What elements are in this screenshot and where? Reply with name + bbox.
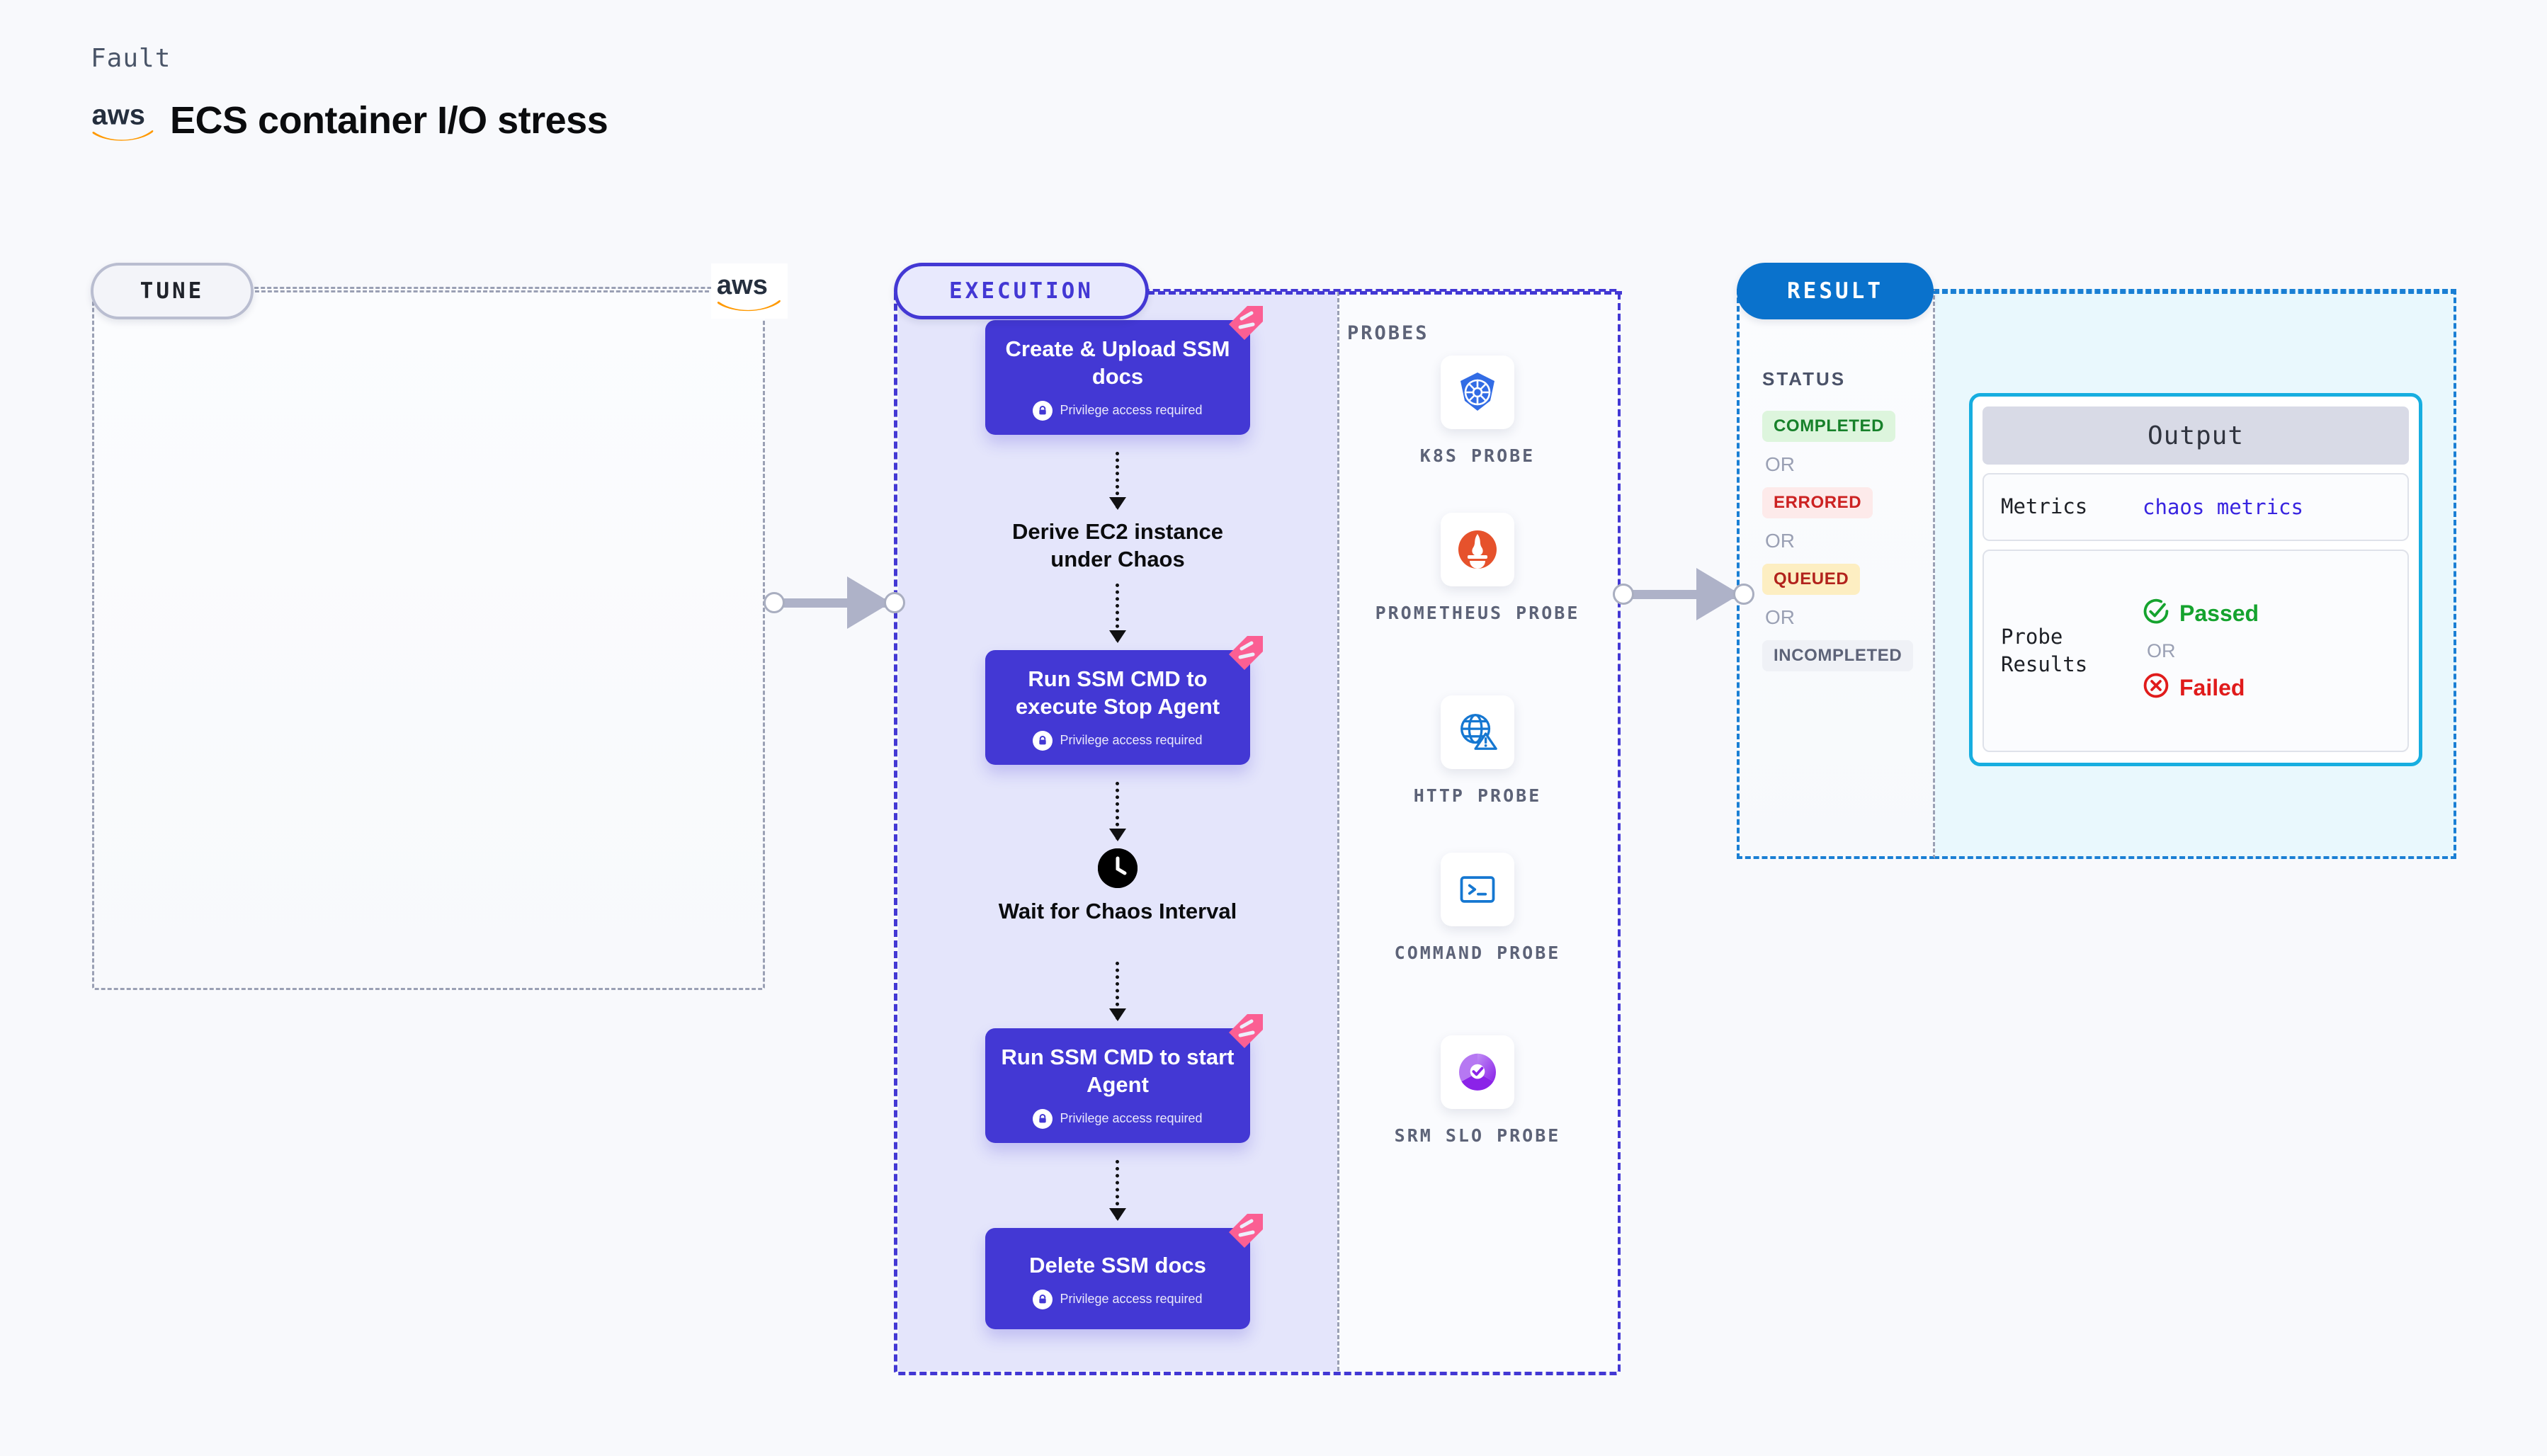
probe-label: PROMETHEUS PROBE [1375, 603, 1580, 623]
privilege-note-text: Privilege access required [1060, 403, 1203, 417]
svg-text:aws: aws [92, 99, 145, 130]
flow-step-title: Run SSM CMD to execute Stop Agent [1015, 666, 1220, 719]
probe-verdict-label: Failed [2179, 675, 2245, 700]
privilege-note: Privilege access required [995, 1289, 1240, 1309]
probes-panel-background [1337, 292, 1618, 1371]
chaos-metrics-link[interactable]: chaos metrics [2143, 495, 2303, 519]
execution-region [894, 289, 1621, 1375]
probe-item-prometheus[interactable]: PROMETHEUS PROBE [1371, 513, 1584, 625]
flow-step-title: Delete SSM docs [1029, 1253, 1206, 1278]
flow-step-delete-ssm-docs[interactable]: Delete SSM docs Privilege access require… [985, 1214, 1263, 1329]
output-values: Passed OR Failed [2143, 598, 2259, 705]
chaos-ribbon-icon [1226, 633, 1266, 673]
flow-arrow [1109, 962, 1126, 1021]
connector-tune-to-execution [764, 576, 905, 629]
check-circle-icon [2143, 598, 2169, 630]
lock-icon [1033, 1289, 1053, 1309]
chaos-ribbon-icon [1226, 303, 1266, 343]
status-badge: QUEUED [1762, 564, 1861, 595]
status-or-label: OR [1765, 530, 1795, 552]
probe-item-http[interactable]: HTTP PROBE [1371, 695, 1584, 808]
execution-connector-line [1147, 291, 1622, 295]
chaos-ribbon-icon [1226, 1211, 1266, 1251]
status-or-label: OR [1765, 606, 1795, 628]
x-circle-icon [2143, 672, 2169, 705]
flow-step-run-ssm-start-agent[interactable]: Run SSM CMD to start Agent Privilege acc… [985, 1014, 1263, 1143]
lock-icon [1033, 730, 1053, 751]
probe-verdict-or-label: OR [2147, 639, 2176, 661]
prometheus-icon [1441, 513, 1514, 586]
svg-text:aws: aws [717, 270, 768, 300]
flow-step-wait-for-chaos-interval: Wait for Chaos Interval [985, 848, 1250, 926]
privilege-note-text: Privilege access required [1060, 1292, 1203, 1307]
result-connector-line [1934, 291, 2456, 294]
probe-verdict-label: Passed [2179, 601, 2259, 626]
chaos-ribbon-icon [1226, 1011, 1266, 1051]
probe-label: COMMAND PROBE [1394, 943, 1561, 963]
clock-icon [1098, 848, 1138, 888]
flow-step-title: Derive EC2 instance under Chaos [1011, 519, 1224, 571]
status-badge: COMPLETED [1762, 411, 1896, 442]
privilege-note: Privilege access required [995, 400, 1240, 421]
flow-step-derive-ec2-instance: Derive EC2 instance under Chaos [985, 518, 1250, 574]
page-title: ECS container I/O stress [170, 99, 608, 142]
probe-label: K8S PROBE [1419, 445, 1536, 466]
tune-connector-line [255, 290, 715, 292]
http-globe-warning-icon [1441, 695, 1514, 769]
probe-verdict-failed: Failed [2143, 672, 2259, 705]
flow-arrow [1109, 452, 1126, 510]
page-header: Fault aws ECS container I/O stress [91, 44, 608, 142]
connector-execution-to-result [1613, 568, 1754, 620]
privilege-note-text: Privilege access required [1060, 733, 1203, 747]
output-group-metrics: Metrics chaos metrics [1982, 473, 2409, 541]
status-badge: ERRORED [1762, 487, 1873, 518]
status-badge: INCOMPLETED [1762, 640, 1914, 671]
flow-step-create-upload-ssm-docs[interactable]: Create & Upload SSM docs Privilege acces… [985, 306, 1263, 435]
lock-icon [1033, 400, 1053, 421]
title-row: aws ECS container I/O stress [91, 98, 608, 142]
probe-label: SRM SLO PROBE [1394, 1125, 1561, 1146]
status-badge-list: COMPLETED OR ERRORED OR QUEUED OR INCOMP… [1762, 411, 1932, 671]
flow-arrow [1109, 584, 1126, 643]
result-chip[interactable]: RESULT [1737, 263, 1934, 319]
tune-region [92, 287, 765, 990]
flow-step-title: Run SSM CMD to start Agent [1001, 1045, 1235, 1097]
flow-step-title: Wait for Chaos Interval [998, 899, 1237, 923]
flow-step-title: Create & Upload SSM docs [1005, 336, 1230, 389]
srm-slo-icon [1441, 1035, 1514, 1109]
probe-label: HTTP PROBE [1413, 785, 1542, 806]
tune-chip[interactable]: TUNE [91, 263, 254, 319]
probe-item-command[interactable]: COMMAND PROBE [1371, 853, 1584, 965]
output-values: chaos metrics [2143, 495, 2303, 519]
fault-kicker: Fault [91, 44, 171, 73]
kubernetes-icon [1441, 356, 1514, 429]
output-card: Output Metrics chaos metrics Probe Resul… [1969, 393, 2422, 766]
probe-verdict-passed: Passed [2143, 598, 2259, 630]
output-label: Probe Results [2001, 624, 2088, 676]
flow-step-run-ssm-stop-agent[interactable]: Run SSM CMD to execute Stop Agent Privil… [985, 636, 1263, 765]
probe-item-k8s[interactable]: K8S PROBE [1371, 356, 1584, 468]
lock-icon [1033, 1108, 1053, 1129]
status-title: STATUS [1762, 368, 1847, 389]
privilege-note: Privilege access required [995, 730, 1240, 751]
probes-list: K8S PROBE PROMETHEUS PROBE [1337, 292, 1618, 1371]
execution-chip[interactable]: EXECUTION [894, 263, 1149, 319]
output-label: Metrics [2001, 494, 2088, 519]
output-title: Output [1982, 406, 2409, 465]
privilege-note: Privilege access required [995, 1108, 1240, 1129]
privilege-note-text: Privilege access required [1060, 1111, 1203, 1125]
flow-arrow [1109, 782, 1126, 841]
probe-item-srm-slo[interactable]: SRM SLO PROBE [1371, 1035, 1584, 1148]
probes-title: PROBES [1347, 322, 1429, 344]
terminal-icon [1441, 853, 1514, 926]
aws-logo-icon: aws [711, 263, 788, 319]
status-or-label: OR [1765, 453, 1795, 475]
output-group-probe-results: Probe Results Passed OR [1982, 550, 2409, 752]
flow-arrow [1109, 1160, 1126, 1221]
aws-logo-icon: aws [91, 98, 156, 142]
